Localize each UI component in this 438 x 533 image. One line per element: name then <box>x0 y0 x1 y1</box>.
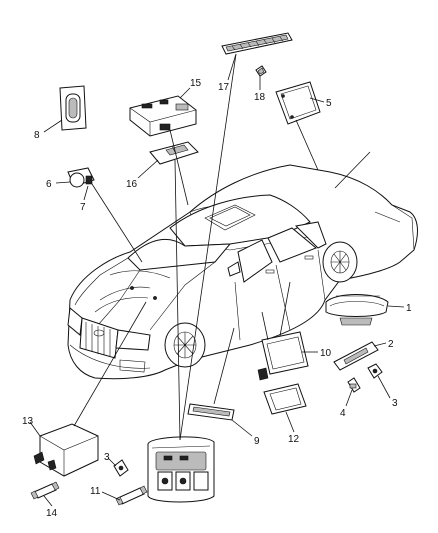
callout-11: 11 <box>90 486 101 497</box>
callout-5: 5 <box>326 98 332 109</box>
callout-16: 16 <box>126 179 138 190</box>
callout-10: 10 <box>320 348 332 359</box>
callout-1: 1 <box>406 303 412 314</box>
callout-12: 12 <box>288 434 300 445</box>
overhead-console <box>147 436 215 503</box>
part-3-bulb-bottom <box>113 459 129 477</box>
callout-3-bottom: 3 <box>104 452 110 463</box>
part-4-wedge-bulb <box>347 377 361 393</box>
part-14-tube-bulb <box>30 481 60 500</box>
part-5-panel <box>275 81 321 125</box>
callout-17: 17 <box>218 82 230 93</box>
part-10-module <box>257 331 309 381</box>
part-2-strip <box>333 341 379 371</box>
part-17-lamp <box>221 32 293 55</box>
part-11-festoon-bulb <box>115 485 148 506</box>
part-15-console <box>129 95 197 137</box>
part-18-bulb <box>255 65 267 77</box>
part-1-dome-lamp <box>325 294 389 326</box>
part-13-module <box>33 423 99 477</box>
callout-18: 18 <box>254 92 266 103</box>
callout-13: 13 <box>22 416 34 427</box>
part-8-lens <box>59 85 87 131</box>
part-9-light-bar <box>187 403 235 421</box>
part-6-lamp-housing <box>67 167 95 188</box>
callout-3-right: 3 <box>392 398 398 409</box>
car-body <box>67 164 418 380</box>
callout-4: 4 <box>340 408 346 419</box>
callout-6: 6 <box>46 179 52 190</box>
callout-15: 15 <box>190 78 202 89</box>
callout-2: 2 <box>388 339 394 350</box>
callout-9: 9 <box>254 436 260 447</box>
callout-7: 7 <box>80 202 86 213</box>
callout-14: 14 <box>46 508 58 519</box>
part-3-bulb-right <box>367 363 383 379</box>
leader-lines <box>29 53 405 507</box>
part-12-lens <box>263 383 307 415</box>
callout-8: 8 <box>34 130 40 141</box>
callout-labels: 17 18 5 8 15 16 6 7 1 2 3 4 10 12 9 13 1… <box>22 78 412 519</box>
